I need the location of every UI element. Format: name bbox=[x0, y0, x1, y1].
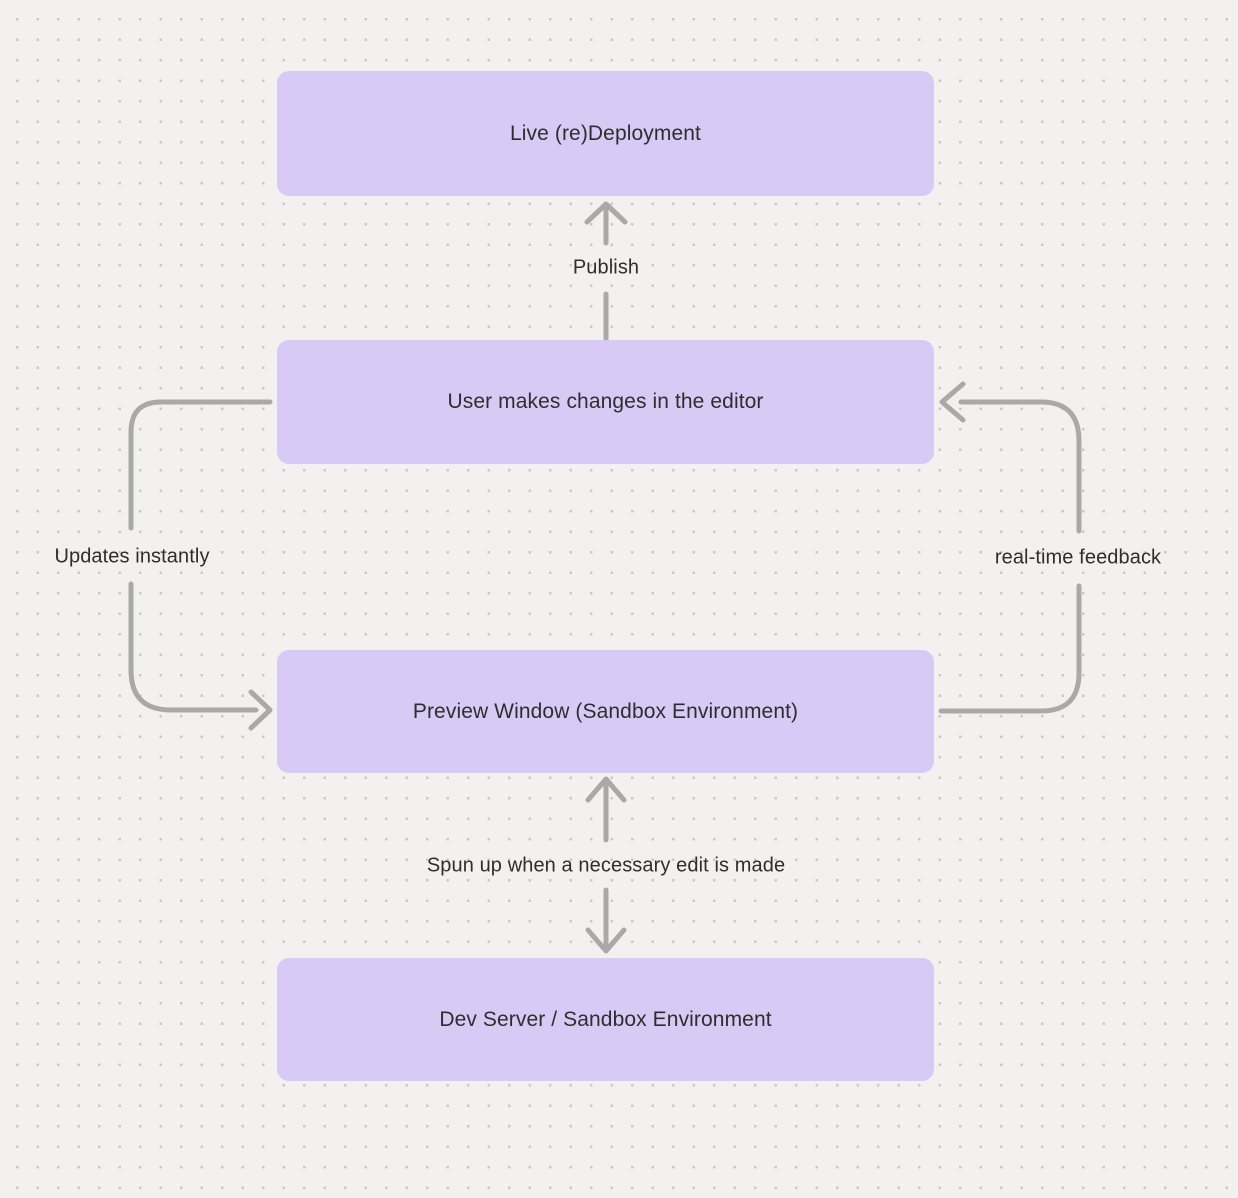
flow-node-label: User makes changes in the editor bbox=[447, 390, 764, 413]
flow-node-label: Dev Server / Sandbox Environment bbox=[439, 1007, 772, 1031]
edge-label-updates-instantly: Updates instantly bbox=[54, 545, 210, 568]
flow-node-dev-server[interactable]: Dev Server / Sandbox Environment bbox=[277, 958, 934, 1081]
edge-label-publish: Publish bbox=[572, 256, 640, 279]
flow-node-label: Preview Window (Sandbox Environment) bbox=[412, 699, 799, 723]
edge-label-spun-up: Spun up when a necessary edit is made bbox=[426, 854, 786, 877]
edge-label-realtime-feedback: real-time feedback bbox=[994, 546, 1162, 569]
flow-node-label: Live (re)Deployment bbox=[510, 121, 701, 145]
flow-node-preview-window[interactable]: Preview Window (Sandbox Environment) bbox=[277, 650, 934, 773]
flow-node-editor[interactable]: User makes changes in the editor bbox=[277, 340, 934, 464]
flow-node-live-deployment[interactable]: Live (re)Deployment bbox=[277, 71, 934, 196]
